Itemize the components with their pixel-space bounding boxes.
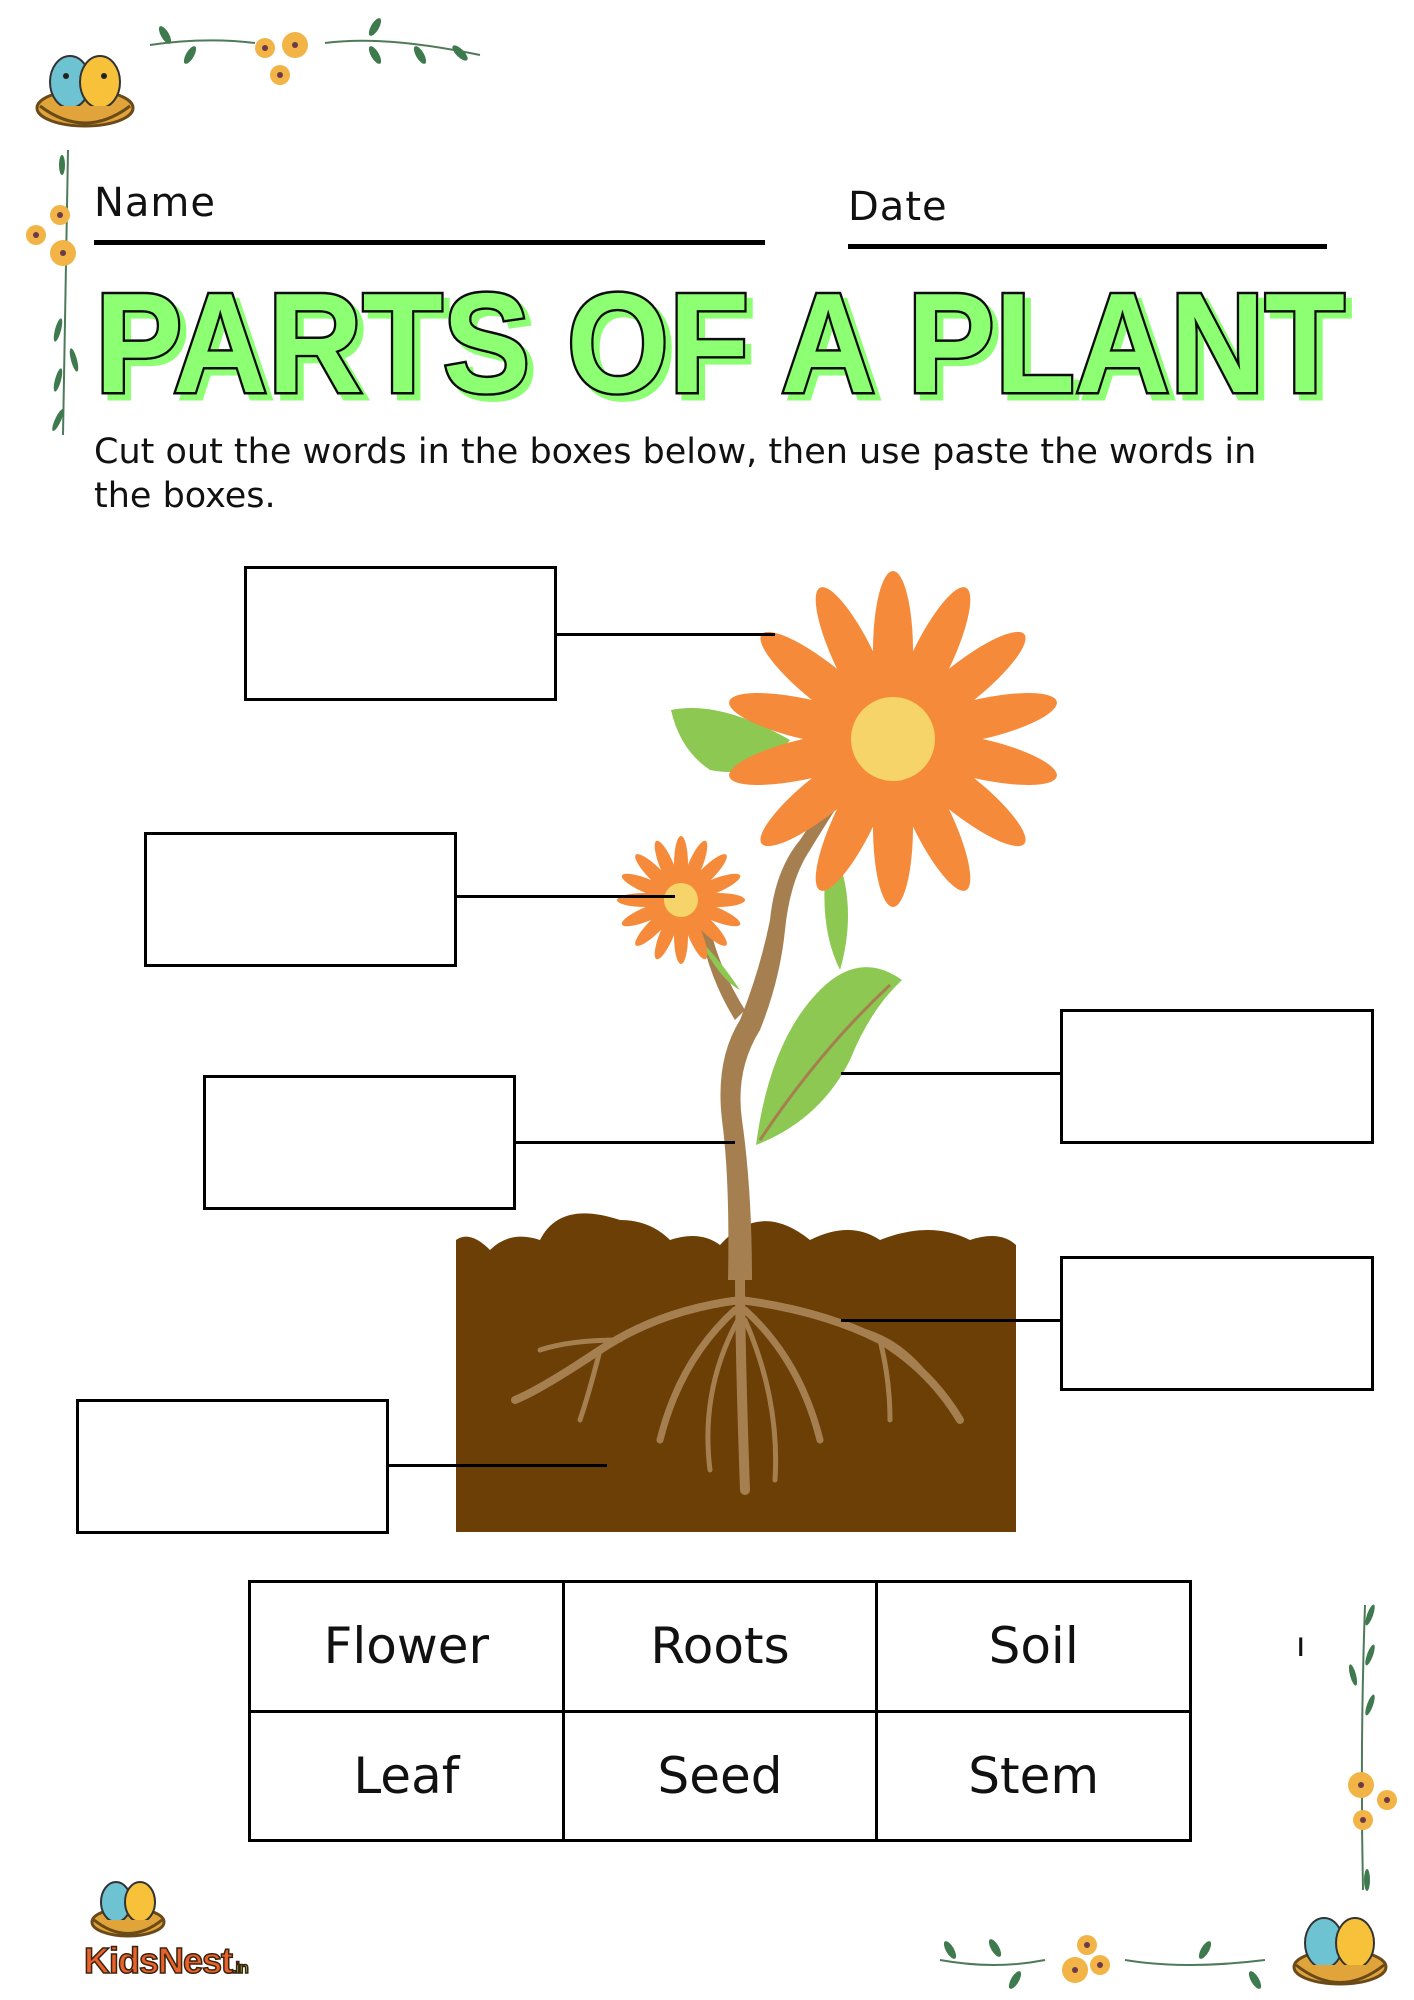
petal [635, 905, 676, 946]
label-box-soil[interactable] [76, 1399, 389, 1534]
title-text: PARTS OF A PLANT [95, 280, 1345, 410]
name-line[interactable] [94, 240, 765, 245]
petal [898, 631, 1026, 737]
petal [682, 907, 708, 960]
petal [688, 901, 741, 927]
word-cell[interactable]: Seed [561, 1709, 879, 1842]
label-box-bud[interactable] [144, 832, 457, 967]
word-cell[interactable]: Soil [875, 1580, 1192, 1713]
petal [815, 587, 894, 733]
table-row: Leaf Seed Stem [248, 1709, 1192, 1842]
petal [892, 587, 971, 733]
plant-illustration [456, 571, 1057, 1532]
word-cell[interactable]: Stem [875, 1709, 1192, 1842]
birds-nest-logo-icon [1292, 1917, 1388, 1986]
petal [892, 745, 971, 891]
birds-nest-logo-icon [90, 1881, 166, 1938]
name-label: Name [94, 180, 217, 226]
petal [898, 741, 1026, 847]
word-bank-table: Flower Roots Soil Leaf Seed Stem [248, 1580, 1192, 1842]
label-box-flower[interactable] [244, 566, 557, 701]
date-label: Date [848, 184, 948, 230]
leaf [756, 967, 902, 1145]
petal [760, 741, 888, 847]
leader-line [514, 1141, 735, 1144]
label-box-leaf[interactable] [1060, 1009, 1374, 1144]
petal [815, 745, 894, 891]
right-vine-decoration-icon [1348, 1604, 1397, 1891]
small-flower [617, 836, 745, 964]
petal [621, 901, 674, 927]
flower-center [851, 697, 935, 781]
roots [511, 1265, 964, 1495]
logo-text: KidsNest [83, 1939, 234, 1982]
petal [688, 873, 741, 899]
bottom-vine-decoration-icon [939, 1935, 1266, 1989]
date-line[interactable] [848, 244, 1327, 249]
petal [729, 693, 886, 746]
small-flower-center [664, 883, 698, 917]
stray-mark: ı [1296, 1625, 1306, 1665]
leader-line [555, 633, 775, 636]
petal [900, 732, 1057, 785]
petal [686, 905, 727, 946]
petal [760, 631, 888, 737]
leader-line [455, 895, 675, 898]
word-cell[interactable]: Roots [561, 1580, 879, 1713]
petal [635, 854, 676, 895]
page-title: PARTS OF A PLANT [93, 280, 1348, 410]
label-box-stem[interactable] [203, 1075, 516, 1210]
logo-suffix: .in [231, 1959, 249, 1978]
petal [654, 907, 680, 960]
kidsnest-logo: KidsNest.in [83, 1939, 249, 1982]
word-cell[interactable]: Leaf [248, 1709, 565, 1842]
petal [621, 873, 674, 899]
table-row: Flower Roots Soil [248, 1580, 1192, 1713]
stem [720, 780, 848, 1280]
label-box-roots[interactable] [1060, 1256, 1374, 1391]
leaf-small [700, 940, 740, 990]
leader-line [841, 1072, 1062, 1075]
flower [729, 571, 1057, 907]
petal [654, 840, 680, 893]
left-vine-decoration-icon [26, 149, 79, 436]
leader-line [841, 1319, 1062, 1322]
petal [686, 854, 727, 895]
soil [456, 1213, 1016, 1532]
leader-line [387, 1464, 607, 1467]
instructions: Cut out the words in the boxes below, th… [94, 432, 1257, 516]
vine-decoration-icon [149, 18, 481, 85]
petal [682, 840, 708, 893]
word-cell[interactable]: Flower [248, 1580, 565, 1713]
birds-nest-logo-icon [35, 55, 135, 128]
